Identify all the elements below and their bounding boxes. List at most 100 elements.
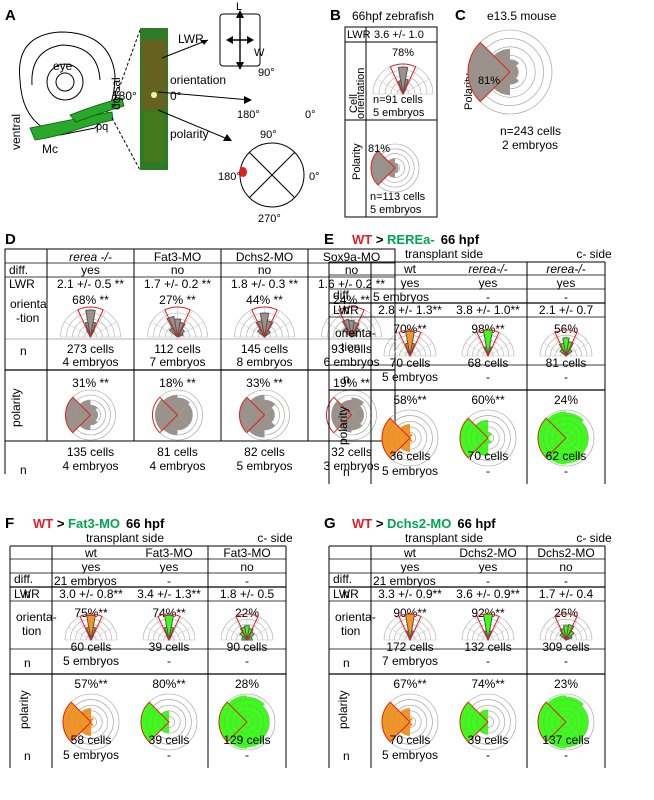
panel-b-polarity-ring (385, 158, 405, 178)
zoom-line-top (111, 29, 141, 109)
panel-f-row-n: n (24, 656, 31, 670)
panel-f-polarity-ring (224, 699, 270, 745)
panel-f-orient-n2: - (245, 654, 249, 668)
panel-d-row-orient: orienta (10, 297, 47, 311)
panel-f-polarity-ring (229, 704, 265, 740)
panel-g-polarity-ring (554, 710, 578, 734)
panel-g-polarity-ring (387, 699, 433, 745)
panel-d-polarity-sector (163, 395, 178, 415)
panel-b-polarity-sector-outline (370, 150, 396, 186)
length-label: L (236, 1, 242, 13)
panel-d-col-header: Fat3-MO (154, 250, 201, 264)
panel-d-orientation-rose (147, 306, 208, 339)
panel-f-polarity-n2: - (245, 748, 249, 762)
panel-f-orient-n2: 5 embryos (63, 654, 119, 668)
panel-e-polarity-ring (404, 432, 416, 444)
panel-e-polarity-sector-outline (381, 417, 411, 459)
panel-f-polarity-sector (247, 722, 265, 748)
panel-f-polarity-rose (218, 693, 276, 751)
panel-f-lwr-value: 1.8 +/- 0.5 (220, 587, 275, 601)
panel-e-polarity-ring (465, 415, 511, 461)
panel-e-polarity-sector-outline (459, 417, 489, 459)
panel-c-title: e13.5 mouse (487, 9, 557, 23)
width-arrowhead-left (226, 36, 233, 44)
eye-label: eye (53, 59, 73, 73)
panel-b-polarity-n2: 5 embryos (370, 204, 422, 216)
panel-e-polarity-sector (547, 411, 566, 438)
panel-g-orient-n1: 132 cells (464, 640, 511, 654)
panel-g-polarity-rose (459, 693, 517, 751)
mc-label: Mc (42, 142, 58, 156)
panel-g-orient-spoke (487, 626, 511, 641)
panel-g-transplant-label: transplant side (405, 531, 483, 545)
polarity-diagram-marker (239, 167, 247, 177)
panel-d-polarity-sector (351, 415, 363, 430)
panel-e-polarity-pct: 58%** (393, 393, 427, 407)
panel-e-polarity-ring (554, 426, 578, 450)
panel-g-lwr-value: 3.6 +/- 0.9** (456, 587, 520, 601)
panel-d-polarity-rose (326, 389, 377, 441)
panel-e-orient-n2: 5 embryos (382, 370, 438, 384)
panel-g-polarity-sector (479, 722, 488, 735)
panel-d-orient-spoke (90, 321, 117, 338)
panel-d-polarity-sector-outline (326, 396, 353, 434)
panel-g-polarity-pct: 23% (554, 677, 578, 691)
panel-e-polarity-rose (381, 409, 439, 467)
panel-d-polarity-sector (79, 415, 91, 430)
panel-b-polarity-sector (395, 168, 399, 173)
panel-c-polarity-sector (510, 59, 519, 72)
panel-f-cside-label: c- side (257, 531, 293, 545)
panel-e-polarity-sector (488, 438, 492, 444)
lwr-arrowhead (201, 40, 208, 45)
panel-c-polarity-sector (493, 72, 510, 96)
cell-nucleus-marker (151, 92, 157, 98)
panel-f-polarity-ring (235, 710, 259, 734)
panel-e-polarity-sector (410, 438, 413, 443)
panel-d-lwr-value: 1.6 +/- 0.2 ** (318, 277, 385, 291)
panel-d-orient-pct: 27% ** (159, 293, 196, 307)
panel-f-polarity-ring (73, 704, 109, 740)
panel-e-col-header: rerea-/- (468, 262, 507, 276)
panel-d-polarity-sector (177, 404, 193, 426)
panel-e-polarity-n2: 5 embryos (382, 464, 438, 478)
panel-f-orient-pct: 75%** (74, 606, 108, 620)
panel-c-letter: C (455, 7, 466, 24)
panel-e-polarity-sector (382, 418, 410, 458)
panel-g-polarity-sector (400, 722, 410, 736)
panel-f-orient-sector-outline (235, 613, 259, 642)
panel-d-polarity-ring (85, 409, 96, 421)
panel-d-orient-sector-outline (338, 306, 365, 339)
panel-d-polarity-sector (248, 415, 265, 438)
panel-d-orient-bar (264, 329, 271, 338)
panel-g-polarity-sector (566, 722, 584, 748)
panel-d-polarity-ring (70, 394, 111, 436)
panel-b-orientation-rose (372, 63, 434, 96)
panel-f-orientation-rose (220, 613, 274, 642)
panel-f-polarity-sector (161, 722, 169, 734)
pq-cartilage (69, 97, 125, 123)
panel-f-polarity-sector (140, 702, 169, 742)
panel-d-orient-sector-outline (77, 306, 104, 339)
cell-micrograph-red (142, 40, 166, 110)
panel-g-orient-pct: 26% (554, 606, 578, 620)
panel-d-polarity-ring (254, 404, 275, 426)
panel-e-orient-spoke (387, 342, 411, 357)
panel-f-col-header: wt (84, 546, 98, 560)
panel-d-polarity-sector (90, 409, 99, 421)
panel-d-orient-bar (168, 327, 178, 338)
panel-g-orient-n2: 7 embryos (382, 654, 438, 668)
panel-f-orient-spoke (68, 626, 92, 641)
panel-d-polarity-n2: 4 embryos (149, 459, 205, 473)
panel-g-orient-sector-outline (398, 613, 422, 642)
panel-e-lwr-value: 2.8 +/- 1.3** (378, 303, 442, 317)
head-inner-line (31, 44, 101, 86)
panel-g-polarity-sector (479, 709, 488, 722)
panel-f-row-orient: tion (22, 624, 41, 638)
panel-g-polarity-sector-outline (459, 701, 489, 743)
panel-f-polarity-n2: - (167, 748, 171, 762)
panel-f-transplant-label: transplant side (86, 531, 164, 545)
panel-g-polarity-sector (460, 702, 488, 742)
panel-d-orient-pct: 44% ** (246, 293, 283, 307)
panel-g-col-header: Dchs2-MO (459, 546, 516, 560)
panel-e-orient-spoke (565, 342, 589, 357)
